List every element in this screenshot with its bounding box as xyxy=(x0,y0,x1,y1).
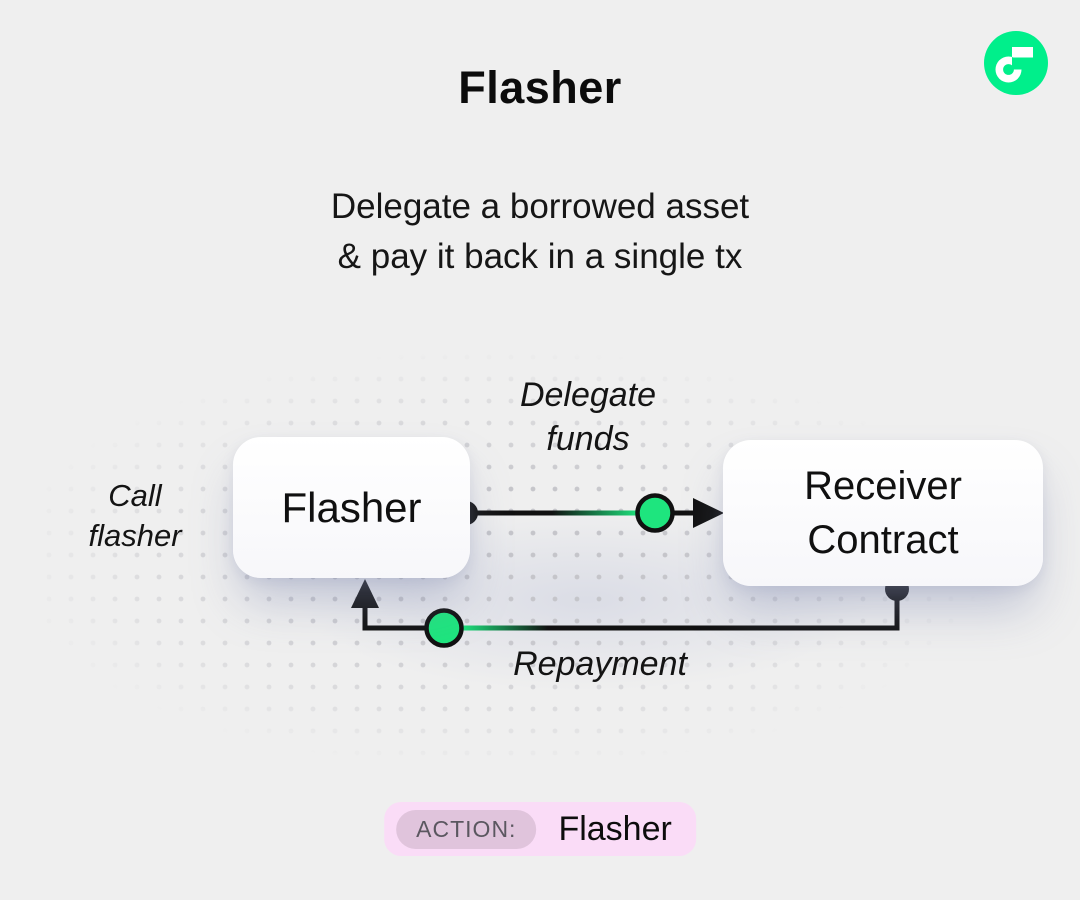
node-flasher: Flasher xyxy=(233,437,470,578)
node-receiver-line-2: Contract xyxy=(807,518,959,562)
action-value: Flasher xyxy=(558,809,672,848)
flow-logo-icon xyxy=(984,31,1048,95)
page-subtitle: Delegate a borrowed asset & pay it back … xyxy=(0,182,1080,281)
label-call-flasher: Call flasher xyxy=(30,476,240,555)
node-flasher-label: Flasher xyxy=(281,483,422,531)
delegate-funds-line-1: Delegate xyxy=(519,376,657,414)
action-chip: ACTION: xyxy=(396,809,537,849)
action-bar: ACTION: Flasher xyxy=(384,802,696,856)
page-title: Flasher xyxy=(458,62,622,113)
subtitle-line-2: & pay it back in a single tx xyxy=(337,236,743,276)
label-repayment: Repayment xyxy=(513,645,687,683)
logo-green-notch xyxy=(1012,57,1023,70)
node-receiver-label: Receiver Contract xyxy=(804,459,962,567)
call-flasher-line-2: flasher xyxy=(88,517,182,553)
delegate-funds-line-2: funds xyxy=(546,419,630,458)
node-receiver-line-1: Receiver xyxy=(804,464,962,508)
label-delegate-funds: Delegate funds xyxy=(458,374,718,461)
call-flasher-line-1: Call xyxy=(108,478,162,513)
logo-f-glyph xyxy=(995,47,1033,83)
subtitle-line-1: Delegate a borrowed asset xyxy=(330,187,750,226)
node-receiver-contract: Receiver Contract xyxy=(723,440,1043,586)
